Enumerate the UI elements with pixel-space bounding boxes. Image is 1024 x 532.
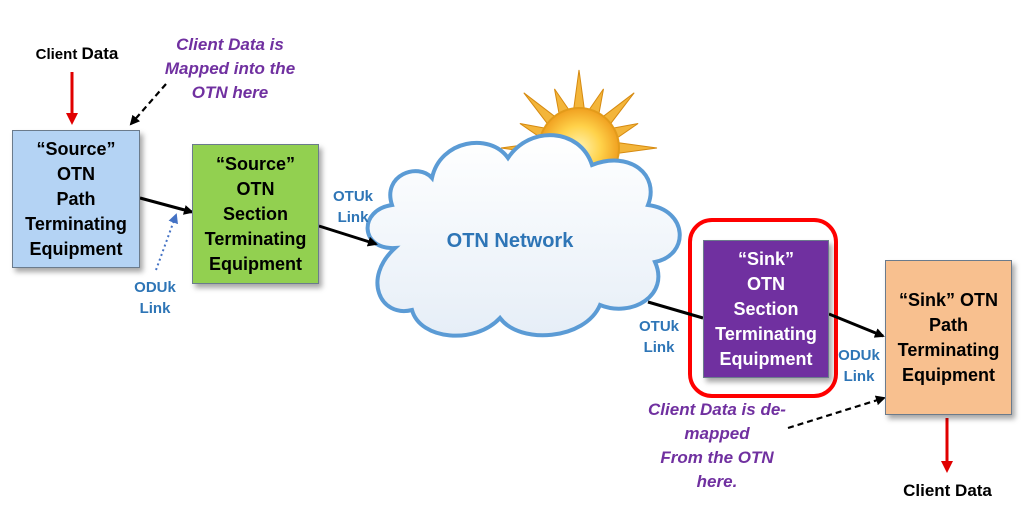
otuk-source-label: OTUk Link: [332, 188, 373, 226]
client-data-in-suffix: Data: [81, 44, 119, 63]
sun-ray: [602, 92, 635, 125]
path-to-section-arrow: [139, 196, 194, 215]
sun-ray: [523, 92, 556, 125]
client-data-out-label: Client Data: [903, 481, 992, 500]
source-section-box-label: “Source” OTN Section Terminating Equipme…: [204, 153, 307, 274]
sun-ray: [573, 69, 585, 109]
mapped-annotation: Client Data is Mapped into the OTN here: [164, 35, 296, 102]
sink-path-box-label: “Sink” OTN Path Terminating Equipment: [897, 289, 1000, 385]
client-data-in-label: Client Data: [22, 44, 132, 64]
source-section-box[interactable]: “Source” OTN Section Terminating Equipme…: [192, 144, 319, 284]
cloud-icon: [365, 133, 682, 338]
oduk-source-pointer-arrow: [155, 213, 178, 271]
client-data-in-prefix: Client: [35, 46, 78, 63]
cloud-to-sink-line: [647, 300, 704, 320]
demapped-annotation: Client Data is de- mapped From the OTN h…: [648, 400, 786, 491]
oduk-sink-label: ODUk Link: [838, 347, 880, 385]
sun-ray: [618, 142, 658, 154]
demapped-pointer-arrow: [787, 395, 886, 430]
sink-section-highlight: [688, 218, 838, 398]
sink-section-box[interactable]: “Sink” OTN Section Terminating Equipment: [703, 240, 829, 378]
sink-section-box-label: “Sink” OTN Section Terminating Equipment: [715, 248, 817, 369]
source-path-box[interactable]: “Source” OTN Path Terminating Equipment: [12, 130, 140, 268]
section-to-cloud-arrow: [318, 224, 378, 247]
sink-path-box[interactable]: “Sink” OTN Path Terminating Equipment: [885, 260, 1012, 415]
source-path-box-label: “Source” OTN Path Terminating Equipment: [25, 138, 127, 259]
otuk-sink-label: OTUk Link: [638, 318, 679, 356]
network-label: OTN Network: [446, 230, 574, 252]
oduk-source-label: ODUk Link: [134, 279, 176, 317]
mapped-pointer-arrow: [129, 83, 167, 126]
sink-section-to-path-arrow: [828, 312, 885, 338]
